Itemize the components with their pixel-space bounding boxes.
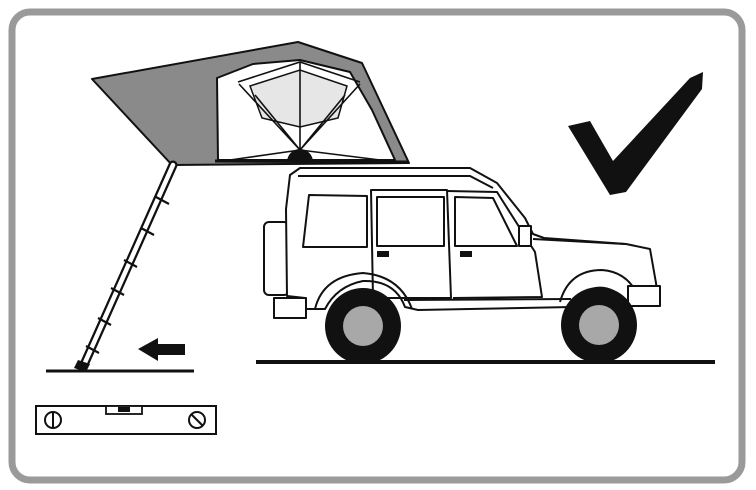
front-wheel (561, 287, 637, 363)
spirit-level-icon (36, 406, 216, 434)
rear-wheel (325, 288, 401, 364)
